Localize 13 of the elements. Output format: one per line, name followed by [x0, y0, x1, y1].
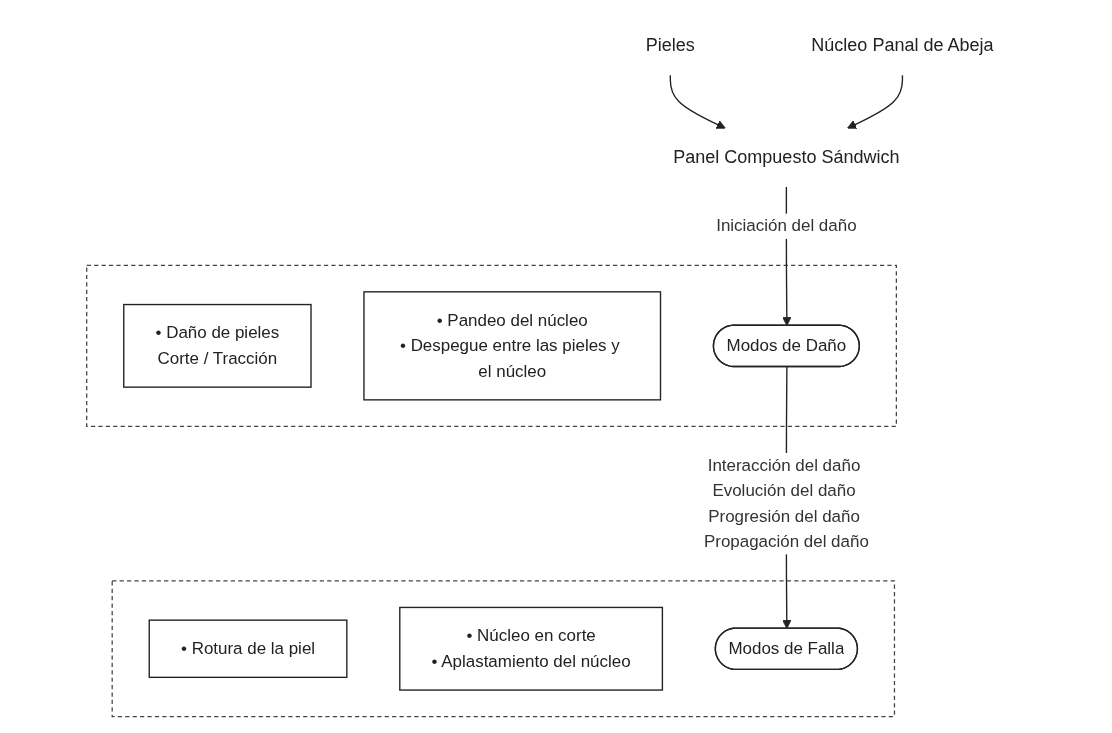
node-box: • Pandeo del núcleo • Despegue entre las pieles y el núcleo — [363, 291, 662, 401]
node-text: Panel Compuesto Sándwich — [673, 147, 900, 168]
arrow — [669, 74, 726, 129]
node-text: Núcleo Panal de Abeja — [811, 35, 994, 56]
arrow — [847, 74, 904, 129]
node-box: • Daño de pieles Corte / Tracción — [123, 303, 312, 388]
edge-label: Interacción del daño Evolución del daño Progresión del daño Propagación del daño — [703, 455, 869, 551]
cluster — [86, 264, 897, 427]
node-text: Pieles — [645, 35, 695, 56]
cluster — [111, 580, 896, 718]
edge-label: Iniciación del daño — [716, 216, 857, 235]
node-box: • Rotura de la piel — [148, 619, 348, 679]
node-box: • Núcleo en corte • Aplastamiento del núcleo — [399, 606, 664, 691]
